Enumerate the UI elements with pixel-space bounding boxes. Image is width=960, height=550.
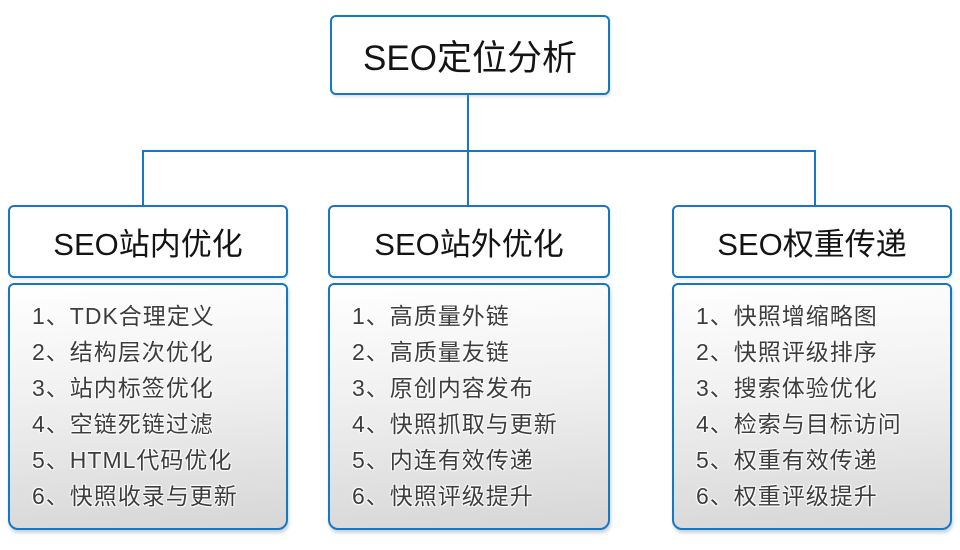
item-list: 1、高质量外链 2、高质量友链 3、原创内容发布 4、快照抓取与更新 5、内连有…: [352, 298, 602, 514]
list-item: 1、TDK合理定义: [32, 303, 215, 329]
root-node-title: SEO定位分析: [363, 38, 577, 78]
list-item: 3、搜索体验优化: [696, 375, 878, 401]
column-list-weight: 1、快照增缩略图 2、快照评级排序 3、搜索体验优化 4、检索与目标访问 5、权…: [672, 283, 952, 530]
list-item: 6、快照收录与更新: [32, 483, 238, 509]
list-item: 6、权重评级提升: [696, 483, 878, 509]
list-item: 6、快照评级提升: [352, 483, 534, 509]
list-item: 3、站内标签优化: [32, 375, 214, 401]
connector-drop-left: [142, 150, 144, 205]
item-list: 1、快照增缩略图 2、快照评级排序 3、搜索体验优化 4、检索与目标访问 5、权…: [696, 298, 944, 514]
list-item: 4、快照抓取与更新: [352, 411, 558, 437]
column-header-offsite: SEO站外优化: [328, 205, 610, 278]
column-title: SEO站内优化: [53, 227, 243, 262]
list-item: 5、内连有效传递: [352, 447, 534, 473]
list-item: 4、空链死链过滤: [32, 411, 214, 437]
list-item: 2、结构层次优化: [32, 339, 214, 365]
list-item: 1、快照增缩略图: [696, 303, 878, 329]
list-item: 5、HTML代码优化: [32, 447, 233, 473]
connector-drop-middle: [467, 150, 469, 205]
list-item: 5、权重有效传递: [696, 447, 878, 473]
connector-root-vertical: [467, 95, 469, 152]
column-title: SEO站外优化: [374, 227, 564, 262]
column-list-offsite: 1、高质量外链 2、高质量友链 3、原创内容发布 4、快照抓取与更新 5、内连有…: [328, 283, 610, 530]
item-list: 1、TDK合理定义 2、结构层次优化 3、站内标签优化 4、空链死链过滤 5、H…: [32, 298, 280, 514]
connector-horizontal: [142, 150, 816, 152]
list-item: 2、高质量友链: [352, 339, 510, 365]
list-item: 2、快照评级排序: [696, 339, 878, 365]
list-item: 1、高质量外链: [352, 303, 510, 329]
column-header-weight: SEO权重传递: [672, 205, 952, 278]
list-item: 4、检索与目标访问: [696, 411, 902, 437]
connector-drop-right: [814, 150, 816, 205]
list-item: 3、原创内容发布: [352, 375, 534, 401]
column-header-onsite: SEO站内优化: [8, 205, 288, 278]
root-node: SEO定位分析: [330, 15, 610, 95]
column-title: SEO权重传递: [717, 227, 907, 262]
column-list-onsite: 1、TDK合理定义 2、结构层次优化 3、站内标签优化 4、空链死链过滤 5、H…: [8, 283, 288, 530]
